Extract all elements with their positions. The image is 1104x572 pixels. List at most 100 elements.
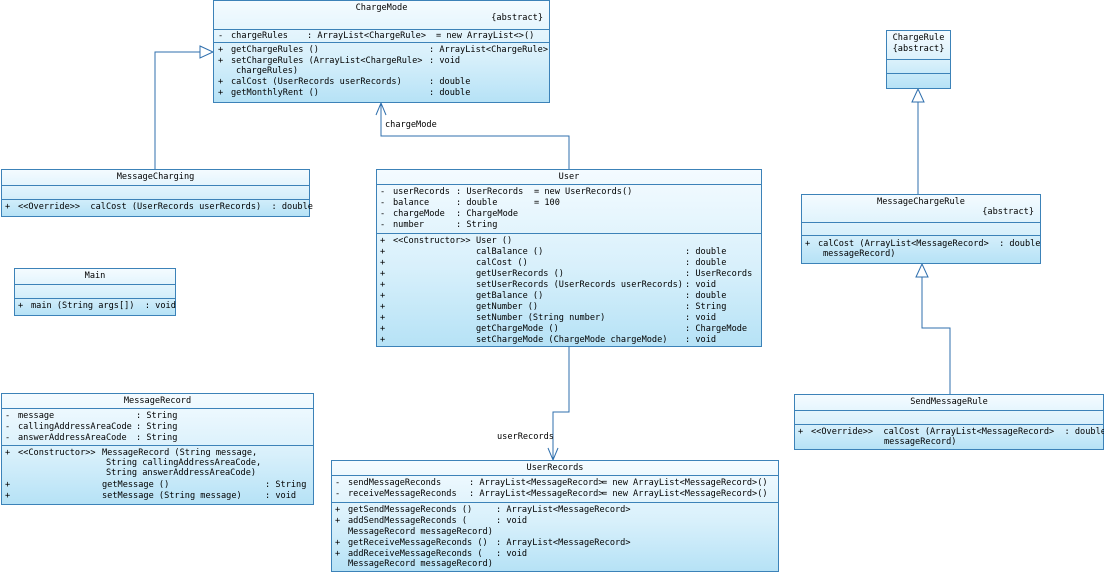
attribute-type: : String xyxy=(136,422,178,432)
operation-name: setChargeMode (ChargeMode chargeMode) xyxy=(476,335,668,345)
attributes-section xyxy=(802,223,1040,236)
class-stereotype: {abstract} xyxy=(491,13,543,23)
class-message-charge-rule[interactable]: MessageChargeRule {abstract} + calCost (… xyxy=(801,194,1041,264)
operation-name: addSendMessageReconds ( xyxy=(348,516,467,526)
operation-return-type: : double xyxy=(429,88,471,98)
attributes-section: - message : String - callingAddressAreaC… xyxy=(2,409,313,446)
operation-name: getBalance () xyxy=(476,291,544,301)
operation-name: calBalance () xyxy=(476,247,544,257)
operation-continuation: chargeRules) xyxy=(236,66,299,76)
operation-return-type: : double xyxy=(685,291,727,301)
class-message-record[interactable]: MessageRecord - message : String - calli… xyxy=(1,393,314,505)
operations-section: + getSendMessageReconds () : ArrayList<M… xyxy=(332,503,778,571)
operation-return-type: : ChargeMode xyxy=(685,324,748,334)
class-charge-mode[interactable]: ChargeMode {abstract} - chargeRules : Ar… xyxy=(213,0,550,103)
attribute-visibility: - xyxy=(218,31,224,41)
operation-visibility: + xyxy=(380,324,386,334)
class-stereotype: {abstract} xyxy=(982,207,1034,217)
attribute-name: callingAddressAreaCode xyxy=(18,422,132,432)
operation-continuation: String callingAddressAreaCode, xyxy=(106,458,262,468)
attributes-section: - chargeRules : ArrayList<ChargeRule> = … xyxy=(214,30,549,43)
class-user-records[interactable]: UserRecords - sendMessageReconds : Array… xyxy=(331,460,779,572)
association-arrowhead-charge-mode xyxy=(375,101,387,116)
operation-return-type: : String xyxy=(685,302,727,312)
attribute-visibility: - xyxy=(5,422,11,432)
operation-return-type: : double xyxy=(685,258,727,268)
operation-visibility: + xyxy=(218,56,224,66)
association-user-userrecords xyxy=(552,347,570,460)
attributes-section xyxy=(15,285,175,299)
attribute-name: receiveMessageReconds xyxy=(348,489,457,499)
operation-return-type: : void xyxy=(685,313,717,323)
operation-visibility: + xyxy=(218,88,224,98)
attribute-visibility: - xyxy=(380,198,386,208)
operation-continuation: messageRecord) xyxy=(884,437,957,447)
operation-visibility: + xyxy=(380,236,386,246)
class-header: Main xyxy=(15,269,175,285)
operation-name: getChargeRules () xyxy=(231,45,319,55)
class-header: SendMessageRule xyxy=(795,395,1103,411)
class-header: MessageChargeRule {abstract} xyxy=(802,195,1040,223)
class-name: MessageCharging xyxy=(116,172,195,182)
attribute-type: : ArrayList<MessageRecord> xyxy=(469,489,604,499)
operation-signature: <<Override>> calCost (ArrayList<MessageR… xyxy=(811,427,1104,437)
attributes-section: - userRecords : UserRecords = new UserRe… xyxy=(377,185,761,234)
attribute-initial-value: = 100 xyxy=(534,198,560,208)
operation-visibility: + xyxy=(18,301,24,311)
class-name: MessageRecord xyxy=(123,396,192,406)
operation-return-type: : void xyxy=(685,280,717,290)
attribute-visibility: - xyxy=(335,489,341,499)
operation-visibility: + xyxy=(5,448,11,458)
operation-visibility: + xyxy=(380,313,386,323)
operation-return-type: : void xyxy=(429,56,461,66)
attribute-visibility: - xyxy=(5,433,11,443)
operation-visibility: + xyxy=(805,239,811,249)
operations-section: + <<Constructor>> User () + calBalance (… xyxy=(377,234,761,346)
operation-name: setChargeRules (ArrayList<ChargeRule> xyxy=(231,56,423,66)
operation-name: setNumber (String number) xyxy=(476,313,606,323)
attribute-name: number xyxy=(393,220,425,230)
class-header: MessageRecord xyxy=(2,394,313,409)
attribute-type: : ArrayList<ChargeRule> xyxy=(307,31,426,41)
generalization-arrowhead-charge-rule xyxy=(911,87,925,103)
attribute-visibility: - xyxy=(380,187,386,197)
operation-name: setUserRecords (UserRecords userRecords) xyxy=(476,280,683,290)
attributes-section xyxy=(2,186,309,200)
operation-signature: <<Override>> calCost (UserRecords userRe… xyxy=(18,202,313,212)
class-name: MessageChargeRule xyxy=(877,197,965,207)
operation-return-type: : double xyxy=(429,77,471,87)
operation-return-type: : UserRecords xyxy=(685,269,753,279)
class-main[interactable]: Main + main (String args[]) : void xyxy=(14,268,176,316)
class-message-charging[interactable]: MessageCharging + <<Override>> calCost (… xyxy=(1,169,313,217)
operation-continuation: MessageRecord messageRecord) xyxy=(348,559,493,569)
class-name: SendMessageRule xyxy=(910,397,988,407)
operation-visibility: + xyxy=(5,480,11,490)
class-send-message-rule[interactable]: SendMessageRule + <<Override>> calCost (… xyxy=(794,394,1104,450)
operation-visibility: + xyxy=(798,427,804,437)
operation-return-type: : void xyxy=(496,549,528,559)
operations-section: + <<Constructor>> MessageRecord (String … xyxy=(2,446,313,504)
class-header: UserRecords xyxy=(332,461,778,476)
operations-section: + <<Override>> calCost (ArrayList<Messag… xyxy=(795,425,1104,449)
operation-visibility: + xyxy=(380,335,386,345)
class-charge-rule[interactable]: ChargeRule {abstract} xyxy=(886,30,951,89)
operation-name: calCost () xyxy=(476,258,528,268)
operation-visibility: + xyxy=(5,491,11,501)
operation-visibility: + xyxy=(380,302,386,312)
attribute-name: userRecords xyxy=(393,187,450,197)
attribute-initial-value: = new ArrayList<MessageRecord>() xyxy=(602,489,768,499)
class-name: UserRecords xyxy=(526,463,584,473)
class-user[interactable]: User - userRecords : UserRecords = new U… xyxy=(376,169,762,347)
operation-visibility: + xyxy=(380,258,386,268)
class-header: ChargeMode {abstract} xyxy=(214,1,549,30)
operation-visibility: + xyxy=(5,202,11,212)
class-name: User xyxy=(558,172,580,182)
operation-signature: main (String args[]) : void xyxy=(31,301,176,311)
association-user-chargemode xyxy=(380,103,570,169)
attribute-type: : double xyxy=(456,198,498,208)
operation-name: setMessage (String message) xyxy=(102,491,242,501)
class-name: Main xyxy=(84,271,106,281)
operation-return-type: : ArrayList<MessageRecord> xyxy=(496,505,631,515)
operation-return-type: : void xyxy=(685,335,717,345)
